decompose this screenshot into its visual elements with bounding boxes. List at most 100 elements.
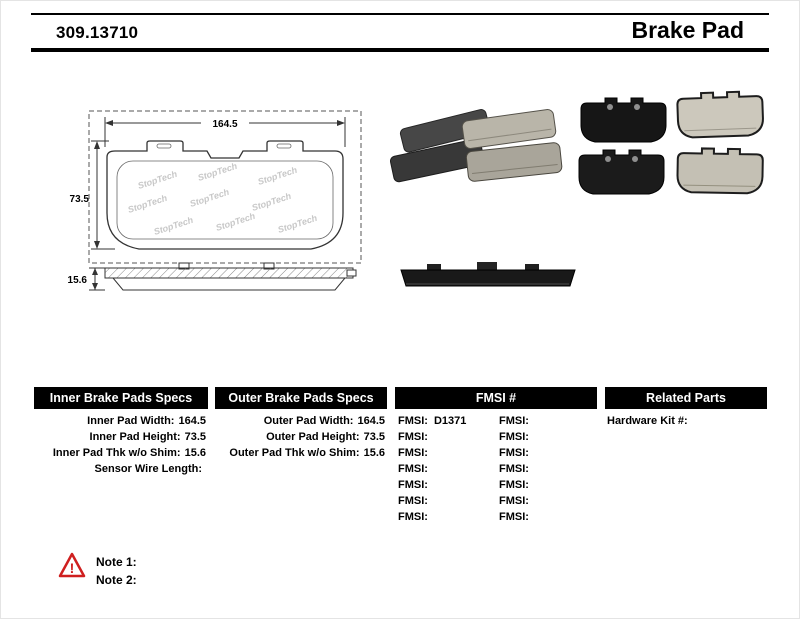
- fmsi-cell: FMSI:: [395, 461, 496, 477]
- spec-value: 73.5: [184, 431, 206, 443]
- side-view-drawing: 15.6: [68, 262, 357, 291]
- fmsi-row: FMSI: FMSI:: [395, 429, 597, 445]
- fmsi-cell: FMSI:: [395, 477, 496, 493]
- pad-tab-slot-right: [276, 143, 292, 149]
- fmsi-label: FMSI:: [398, 431, 428, 443]
- fmsi-cell: FMSI:: [395, 493, 496, 509]
- side-backing-plate: [104, 267, 354, 279]
- warning-exclamation: !: [70, 560, 75, 576]
- fmsi-label: FMSI:: [499, 511, 529, 523]
- fmsi-value: D1371: [433, 415, 467, 427]
- fmsi-label: FMSI:: [499, 447, 529, 459]
- note-2: Note 2:: [96, 573, 137, 587]
- front-view-drawing: 164.5 73.5 StopTech StopTech StopTech St…: [70, 110, 362, 264]
- fmsi-label: FMSI:: [398, 447, 428, 459]
- brake-pad-photo-backing: [578, 149, 665, 195]
- brake-pad-photo-friction: [676, 147, 764, 195]
- pad-chamfer-line: [468, 128, 552, 142]
- fmsi-cell: FMSI:: [395, 509, 496, 525]
- spec-value: 73.5: [363, 431, 385, 443]
- spec-row: Outer Pad Width:164.5: [215, 413, 387, 429]
- related-parts-table: Related Parts Hardware Kit #:: [605, 387, 767, 429]
- fmsi-cell: FMSI:: [395, 445, 496, 461]
- thickness-dimension: [89, 267, 105, 291]
- brake-pad-photo-backing: [580, 97, 667, 143]
- spec-label: Inner Pad Thk w/o Shim:: [52, 447, 181, 459]
- fmsi-table: FMSI # FMSI: D1371 FMSI: FMSI: FMSI: FMSI…: [395, 387, 597, 525]
- fmsi-label: FMSI:: [398, 479, 428, 491]
- warning-triangle-icon: !: [58, 552, 86, 578]
- header-divider-rule: [31, 48, 769, 52]
- pad-chamfer-line: [472, 163, 558, 174]
- fmsi-cell: FMSI:: [496, 445, 597, 461]
- spec-value: 15.6: [363, 447, 385, 459]
- fmsi-cell: FMSI:: [496, 413, 597, 429]
- note-1: Note 1:: [96, 555, 137, 569]
- spec-label: Outer Pad Width:: [263, 415, 354, 427]
- fmsi-cell: FMSI:: [496, 461, 597, 477]
- drawing-dashed-border: [88, 110, 362, 264]
- spec-row: Inner Pad Height:73.5: [34, 429, 208, 445]
- related-parts-header: Related Parts: [605, 387, 767, 409]
- fmsi-row: FMSI: FMSI:: [395, 493, 597, 509]
- product-title: Brake Pad: [631, 17, 744, 43]
- pad-side-tab: [477, 262, 497, 272]
- side-friction-material: [111, 277, 347, 291]
- outer-specs-table: Outer Brake Pads Specs Outer Pad Width:1…: [215, 387, 387, 461]
- spec-row: Outer Pad Height:73.5: [215, 429, 387, 445]
- side-clip: [346, 269, 357, 277]
- width-dimension: [104, 117, 346, 147]
- fmsi-row: FMSI: FMSI:: [395, 509, 597, 525]
- fmsi-row: FMSI: FMSI:: [395, 477, 597, 493]
- height-dimension: [91, 140, 115, 250]
- header-top-rule: [31, 13, 769, 15]
- fmsi-cell: FMSI:: [496, 509, 597, 525]
- outer-specs-header: Outer Brake Pads Specs: [215, 387, 387, 409]
- front-height-label: 73.5: [70, 194, 90, 205]
- fmsi-label: FMSI:: [499, 463, 529, 475]
- fmsi-label: FMSI:: [499, 415, 529, 427]
- front-width-label: 164.5: [212, 119, 237, 130]
- fmsi-label: FMSI:: [398, 495, 428, 507]
- fmsi-header: FMSI #: [395, 387, 597, 409]
- fmsi-label: FMSI:: [398, 511, 428, 523]
- spec-label: Outer Pad Height:: [266, 431, 360, 443]
- fmsi-label: FMSI:: [499, 495, 529, 507]
- pad-side-tab: [525, 264, 539, 272]
- fmsi-label: FMSI:: [499, 431, 529, 443]
- spec-row: Outer Pad Thk w/o Shim:15.6: [215, 445, 387, 461]
- side-thickness-label: 15.6: [68, 275, 88, 286]
- photo-pads-face: [578, 89, 765, 195]
- photo-pad-side: [400, 262, 576, 287]
- spec-label: Hardware Kit #:: [607, 415, 688, 427]
- photo-pads-angled: [389, 109, 563, 183]
- fmsi-row: FMSI: FMSI:: [395, 461, 597, 477]
- spec-label: Inner Pad Width:: [87, 415, 175, 427]
- part-number: 309.13710: [56, 23, 139, 42]
- fmsi-label: FMSI:: [398, 463, 428, 475]
- spec-row: Sensor Wire Length:: [34, 461, 208, 477]
- fmsi-cell: FMSI:: [496, 429, 597, 445]
- pad-side-body: [400, 269, 576, 287]
- spec-row: Inner Pad Width:164.5: [34, 413, 208, 429]
- spec-value: 164.5: [357, 415, 385, 427]
- fmsi-row: FMSI: D1371 FMSI:: [395, 413, 597, 429]
- spec-row: Inner Pad Thk w/o Shim:15.6: [34, 445, 208, 461]
- inner-specs-header: Inner Brake Pads Specs: [34, 387, 208, 409]
- spec-value: 15.6: [184, 447, 206, 459]
- spec-label: Outer Pad Thk w/o Shim:: [229, 447, 360, 459]
- spec-label: Inner Pad Height:: [89, 431, 181, 443]
- pad-side-tab: [427, 264, 441, 272]
- spec-label: Sensor Wire Length:: [94, 463, 202, 475]
- spec-row: Hardware Kit #:: [605, 413, 767, 429]
- fmsi-row: FMSI: FMSI:: [395, 445, 597, 461]
- spec-value: 164.5: [178, 415, 206, 427]
- inner-specs-table: Inner Brake Pads Specs Inner Pad Width:1…: [34, 387, 208, 477]
- fmsi-cell: FMSI:: [395, 429, 496, 445]
- fmsi-label: FMSI:: [398, 415, 428, 427]
- pad-inner-contour: [116, 160, 334, 240]
- fmsi-cell: FMSI:: [496, 477, 597, 493]
- fmsi-label: FMSI:: [499, 479, 529, 491]
- fmsi-cell: FMSI:: [496, 493, 597, 509]
